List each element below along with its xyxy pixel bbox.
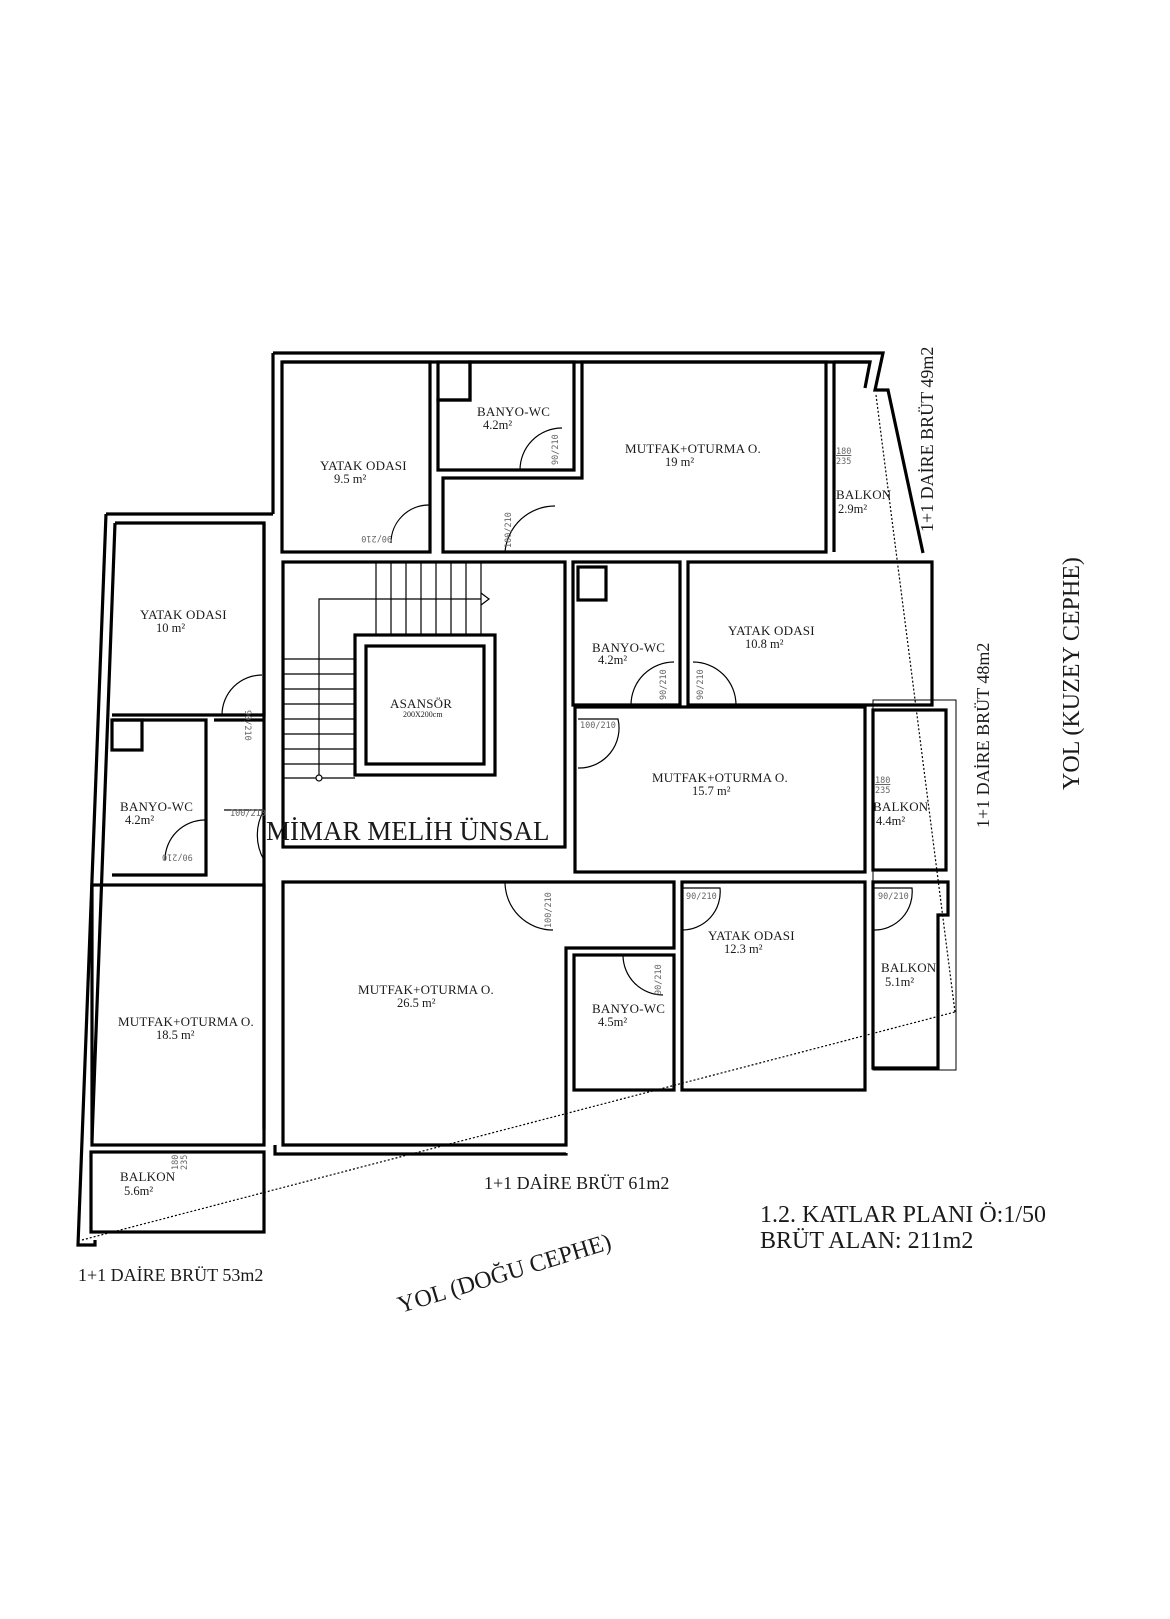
door-tag-stair-left: 100/210: [230, 809, 266, 819]
door-tag-bath-center: 90/210: [654, 964, 664, 995]
apartment-label-48: 1+1 DAİRE BRÜT 48m2: [973, 642, 993, 828]
room-area-bath-left: 4.2m²: [125, 813, 155, 827]
room-name-balcony-top: BALKON: [836, 487, 892, 502]
door-tag-kitchen-center: 100/210: [544, 892, 554, 928]
room-area-bath-top: 4.2m²: [483, 418, 513, 432]
room-area-bath-right: 4.2m²: [598, 653, 628, 667]
door-tag-bedroom-right: 90/210: [696, 669, 706, 700]
apartment-label-49: 1+1 DAİRE BRÜT 49m2: [917, 346, 937, 532]
elevator-size: 200X200cm: [403, 710, 443, 719]
room-name-balcony-right: BALKON: [873, 799, 929, 814]
room-area-kitchen-center: 26.5 m²: [397, 996, 436, 1010]
door-tag-bath-right: 90/210: [659, 669, 669, 700]
room-name-bedroom-center: YATAK ODASI: [708, 928, 795, 943]
room-name-bedroom-top: YATAK ODASI: [320, 458, 407, 473]
room-area-kitchen-top: 19 m²: [665, 455, 695, 469]
gross-area: BRÜT ALAN: 211m2: [760, 1228, 974, 1254]
room-name-kitchen-right: MUTFAK+OTURMA O.: [652, 770, 788, 785]
room-area-kitchen-left: 18.5 m²: [156, 1028, 195, 1042]
staircase: [283, 562, 490, 782]
room-area-bedroom-right: 10.8 m²: [745, 637, 784, 651]
door-swings: [164, 427, 913, 996]
room-name-kitchen-center: MUTFAK+OTURMA O.: [358, 982, 494, 997]
door-tag-bedroom-top: 90/210: [361, 533, 392, 543]
room-name-bath-center: BANYO-WC: [592, 1001, 666, 1016]
room-area-bath-center: 4.5m²: [598, 1015, 628, 1029]
room-name-bath-right: BANYO-WC: [592, 640, 666, 655]
room-name-bedroom-left: YATAK ODASI: [140, 607, 227, 622]
room-name-kitchen-top: MUTFAK+OTURMA O.: [625, 441, 761, 456]
window-tag-right-w: 180: [875, 776, 891, 786]
walls: [76, 351, 950, 1247]
door-tag-bedroom-center: 90/210: [686, 892, 717, 902]
door-tag-kitchen-right: 100/210: [580, 721, 616, 731]
room-area-bedroom-top: 9.5 m²: [334, 472, 367, 486]
room-name-kitchen-left: MUTFAK+OTURMA O.: [118, 1014, 254, 1029]
door-tag-bath-top: 90/210: [551, 434, 561, 465]
door-tag-kitchen-top: 100/210: [504, 512, 514, 548]
room-name-bath-top: BANYO-WC: [477, 404, 551, 419]
room-area-bedroom-left: 10 m²: [156, 621, 186, 635]
room-name-bedroom-right: YATAK ODASI: [728, 623, 815, 638]
apartment-label-53: 1+1 DAİRE BRÜT 53m2: [78, 1265, 264, 1285]
apartment-label-61: 1+1 DAİRE BRÜT 61m2: [484, 1173, 670, 1193]
room-name-bath-left: BANYO-WC: [120, 799, 194, 814]
room-area-balcony-right: 4.4m²: [876, 814, 906, 828]
window-tag-top-h: 235: [836, 457, 852, 467]
room-name-balcony-left: BALKON: [120, 1169, 176, 1184]
room-area-balcony-left: 5.6m²: [124, 1184, 154, 1198]
window-tag-left-h: 235: [180, 1154, 190, 1170]
door-tag-bedroom-left: 90/210: [242, 710, 252, 741]
room-area-balcony-top: 2.9m²: [838, 502, 868, 516]
balcony-rails: [872, 699, 957, 1071]
door-tag-bath-left: 90/210: [162, 851, 193, 862]
elevator-label: ASANSÖR: [390, 696, 453, 711]
drawing-title: 1.2. KATLAR PLANI Ö:1/50: [760, 1202, 1046, 1228]
road-north-label: YOL (KUZEY CEPHE): [1059, 557, 1085, 790]
room-area-balcony-east: 5.1m²: [885, 975, 915, 989]
architect-name: MİMAR MELİH ÜNSAL: [266, 816, 550, 846]
room-area-bedroom-center: 12.3 m²: [724, 942, 763, 956]
room-name-balcony-east: BALKON: [881, 960, 937, 975]
door-tag-balcony-east: 90/210: [878, 892, 909, 902]
room-area-kitchen-right: 15.7 m²: [692, 784, 731, 798]
window-tag-top-w: 180: [836, 447, 852, 457]
window-tag-right-h: 235: [875, 786, 891, 796]
